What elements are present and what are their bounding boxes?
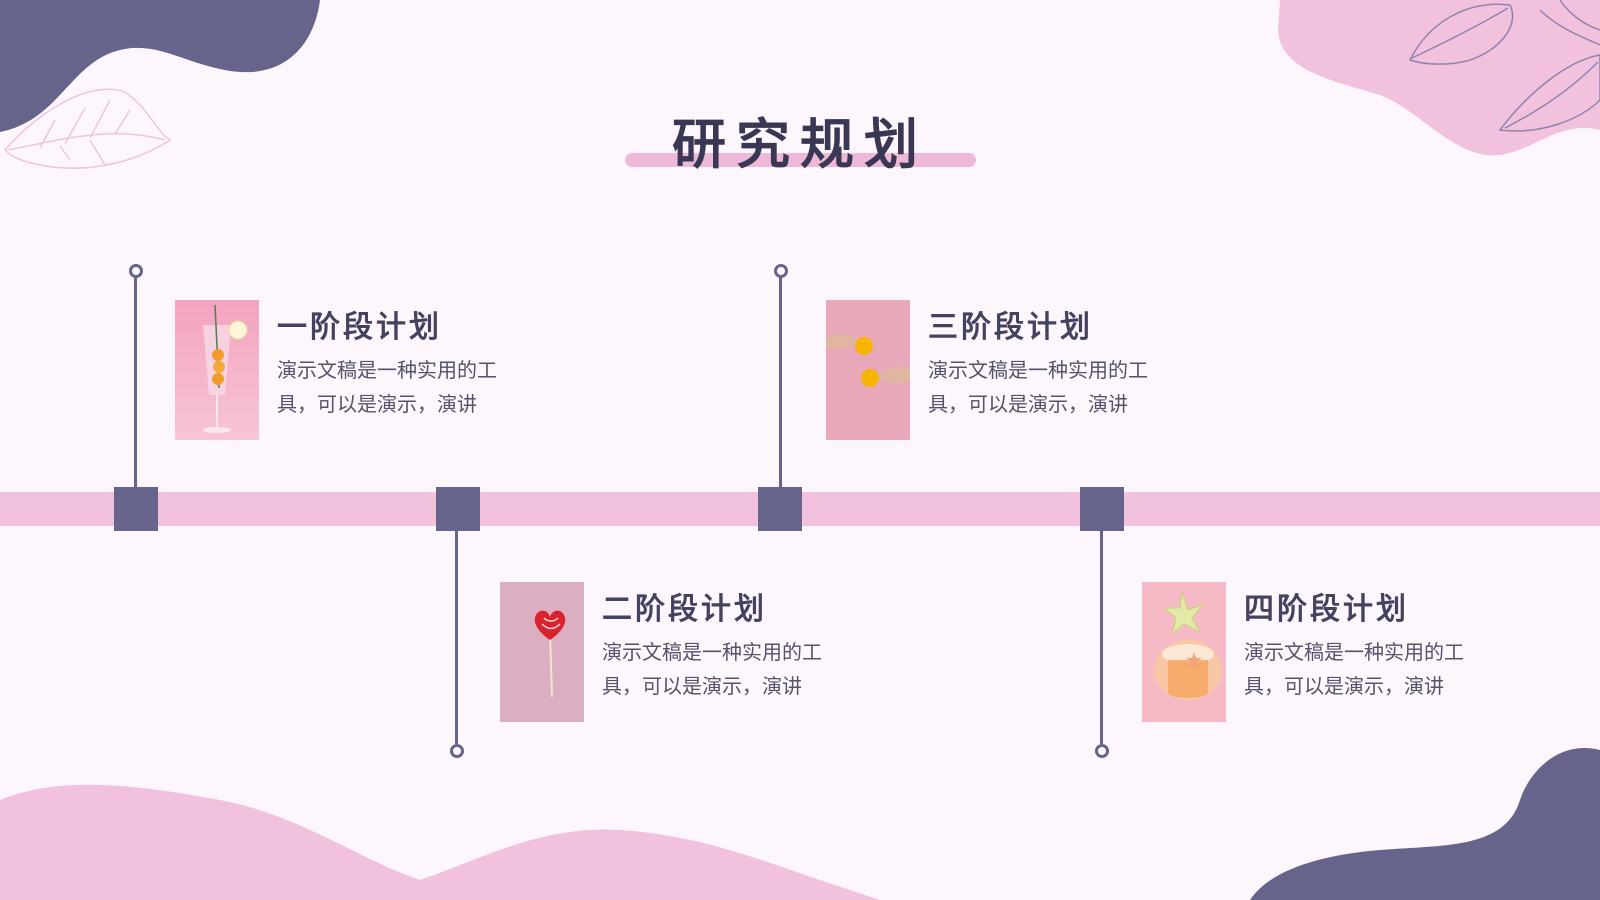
connector-dot-stage-4 (1095, 744, 1109, 758)
stage-3-description: 演示文稿是一种实用的工具，可以是演示，演讲 (928, 358, 1148, 416)
top-right-blob (1278, 0, 1600, 156)
stage-2-description: 演示文稿是一种实用的工具，可以是演示，演讲 (602, 640, 822, 698)
connector-stage-3 (779, 276, 782, 491)
stage-3-photo (826, 300, 910, 440)
stage-2-title: 二阶段计划 (602, 592, 767, 627)
connector-stage-1 (134, 276, 137, 491)
bottom-left-wave (0, 784, 880, 900)
bottom-right-blob (1250, 748, 1600, 900)
connector-stage-4 (1100, 528, 1103, 744)
connector-dot-stage-1 (129, 264, 143, 278)
connector-stage-2 (455, 528, 458, 744)
timeline-marker-1 (114, 487, 158, 531)
stage-2-photo (500, 582, 584, 722)
stage-1-description: 演示文稿是一种实用的工具，可以是演示，演讲 (277, 358, 497, 416)
top-left-blob (0, 0, 320, 132)
stage-4-description: 演示文稿是一种实用的工具，可以是演示，演讲 (1244, 640, 1464, 698)
connector-dot-stage-3 (774, 264, 788, 278)
stage-4-photo (1142, 582, 1226, 722)
connector-dot-stage-2 (450, 744, 464, 758)
page-title: 研究规划 (672, 113, 928, 176)
timeline-marker-2 (436, 487, 480, 531)
timeline-marker-4 (1080, 487, 1124, 531)
stage-1-title: 一阶段计划 (277, 310, 442, 345)
stage-3-title: 三阶段计划 (928, 310, 1093, 345)
timeline-marker-3 (758, 487, 802, 531)
stage-1-photo (175, 300, 259, 440)
top-right-leaf-icon (1408, 0, 1600, 132)
title-underline (625, 153, 976, 167)
stage-4-title: 四阶段计划 (1244, 592, 1409, 627)
top-left-leaf-icon (4, 88, 172, 169)
